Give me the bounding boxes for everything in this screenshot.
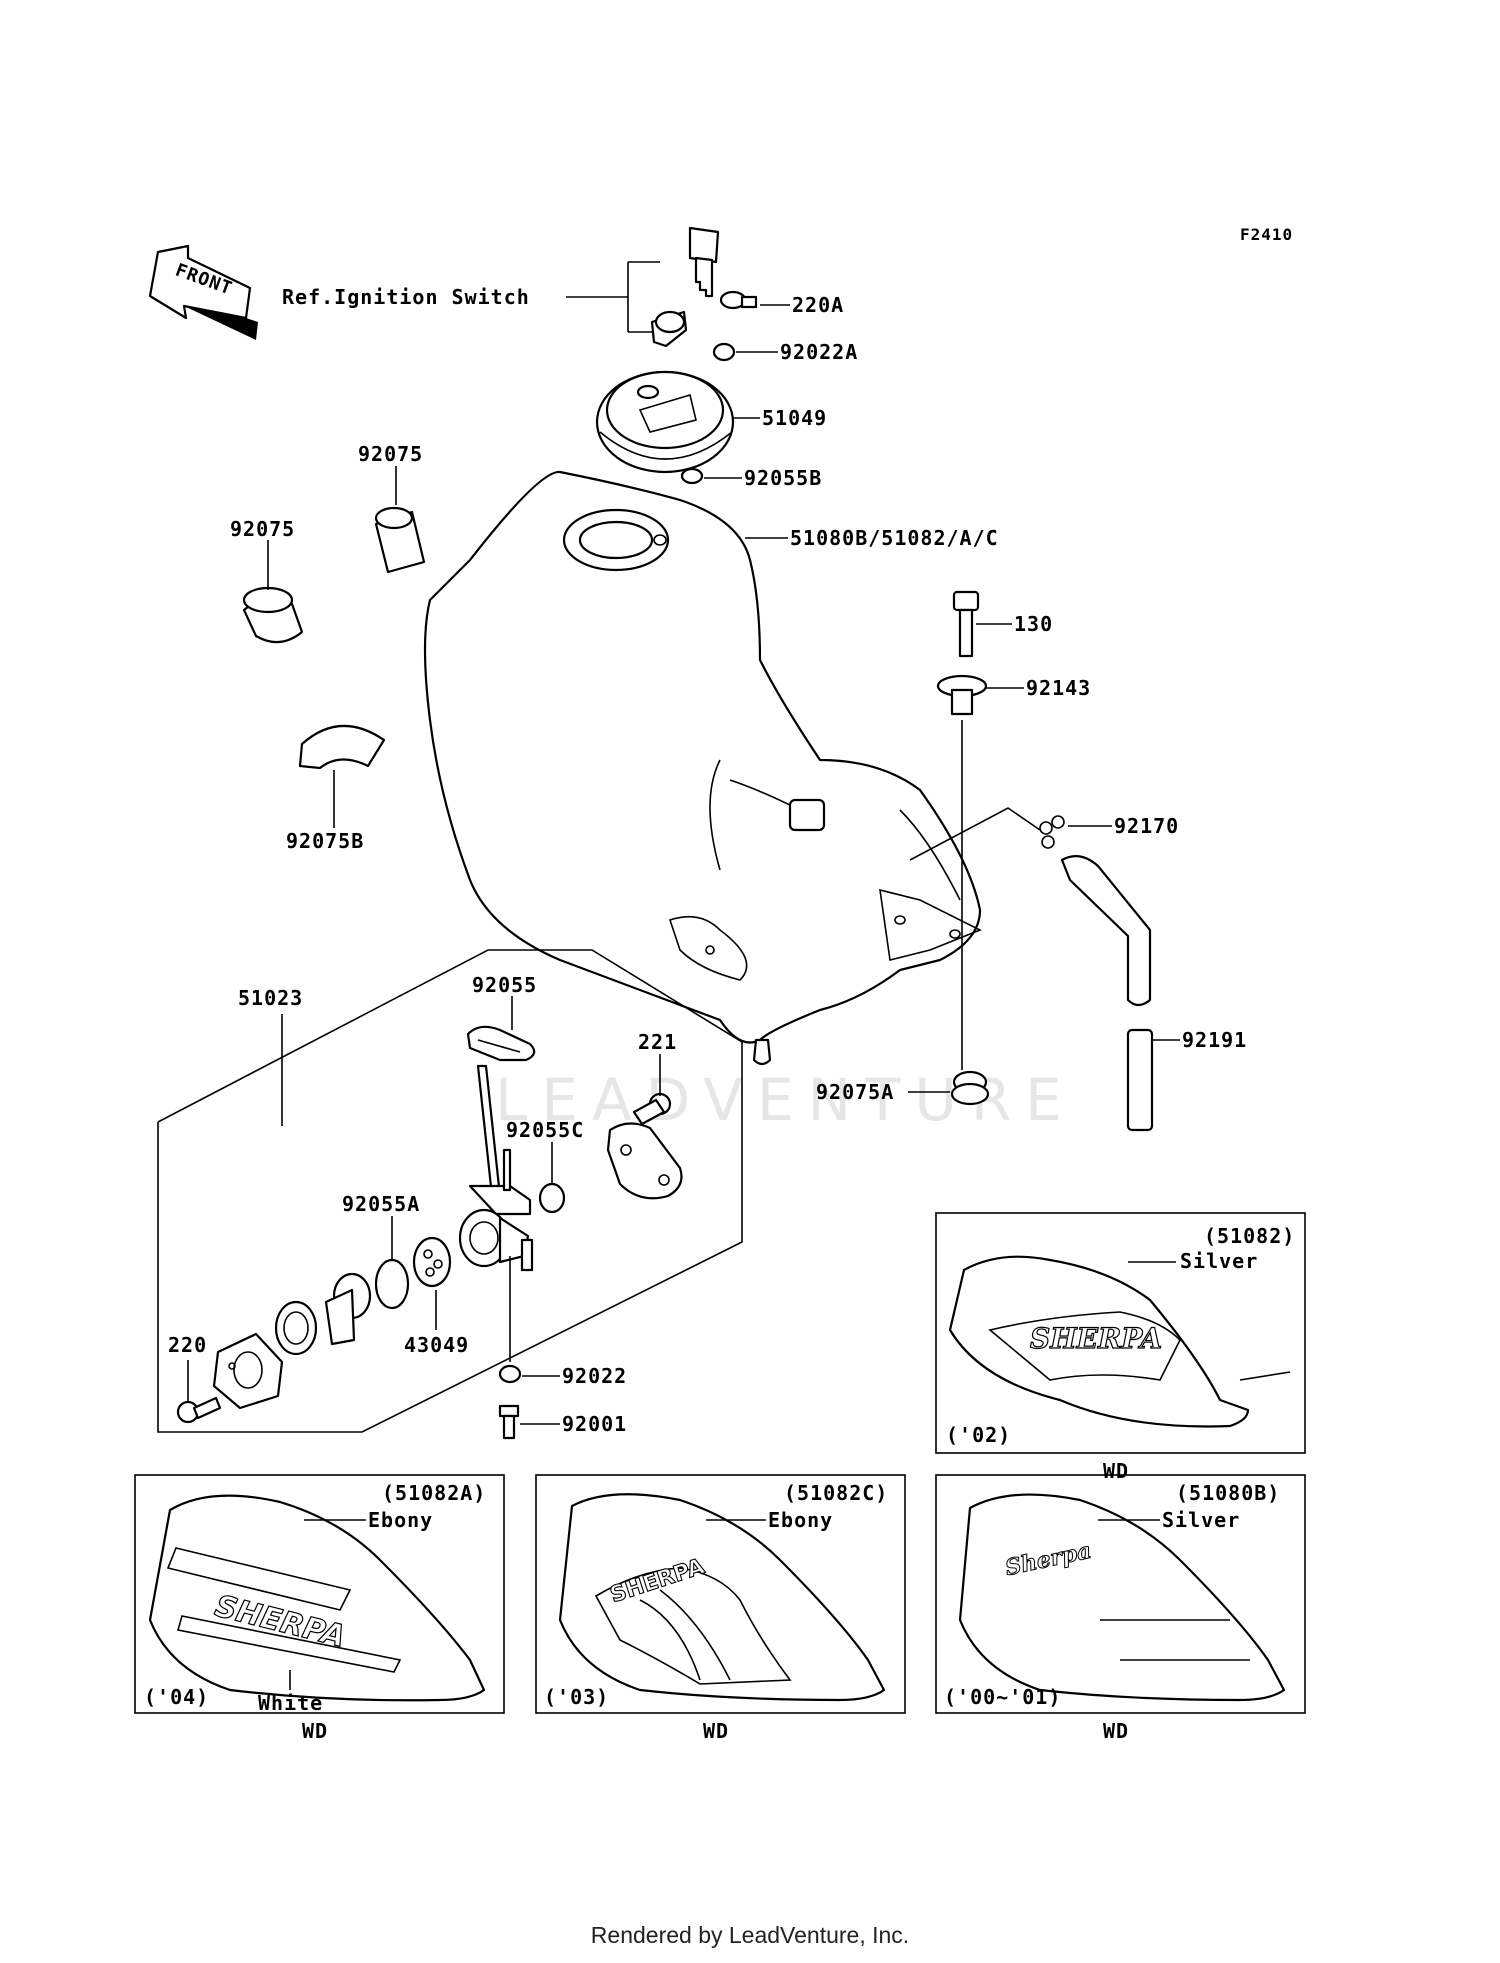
ref-ignition-label: Ref.Ignition Switch — [282, 285, 530, 309]
variant-year-51082: ('02) — [946, 1423, 1011, 1447]
footer-credit: Rendered by LeadVenture, Inc. — [590, 1922, 910, 1948]
callout-51080B: 51080B/51082/A/C — [790, 526, 999, 550]
callout-92075A: 92075A — [816, 1080, 894, 1104]
callout-51023: 51023 — [238, 986, 303, 1010]
grommet-92075A-icon — [950, 1070, 990, 1106]
callout-130: 130 — [1014, 612, 1053, 636]
oring-92055A-icon — [374, 1258, 410, 1310]
variant-part-51082A: (51082A) — [382, 1481, 486, 1505]
valve-assembly-box — [157, 949, 743, 1433]
callout-92055A: 92055A — [342, 1192, 420, 1216]
fuel-tank-icon — [423, 470, 982, 1066]
variant-panel-51082: SHERPA (51082) Silver ('02) — [935, 1212, 1306, 1454]
variant-year-51082A: ('04) — [144, 1685, 209, 1709]
rubber-92075B-icon — [298, 724, 386, 770]
callout-92170: 92170 — [1114, 814, 1179, 838]
callout-92001: 92001 — [562, 1412, 627, 1436]
callout-220: 220 — [168, 1333, 207, 1357]
callout-92075B: 92075B — [286, 829, 364, 853]
gasket-92055-icon — [466, 1025, 536, 1062]
valve-plate-icon — [212, 1332, 284, 1410]
screw-220A-icon — [719, 290, 758, 310]
callout-221: 221 — [638, 1030, 677, 1054]
collar-92143-icon — [936, 674, 988, 716]
callout-43049: 43049 — [404, 1333, 469, 1357]
callout-220A: 220A — [792, 293, 844, 317]
variant-panel-51082C: SHERPA (51082C) Ebony ('03) — [535, 1474, 906, 1714]
variant-color-51082: Silver — [1180, 1249, 1258, 1273]
key-icon — [688, 226, 720, 298]
logo-super-sherpa-02: SHERPA — [1030, 1322, 1162, 1355]
variant-part-51080B: (51080B) — [1176, 1481, 1280, 1505]
variant-color-51082C: Ebony — [768, 1508, 833, 1532]
callout-92022A: 92022A — [780, 340, 858, 364]
variant-year-51082C: ('03) — [544, 1685, 609, 1709]
variant-color-51082A: Ebony — [368, 1508, 433, 1532]
valve-lever-icon — [324, 1272, 372, 1346]
callout-92055C: 92055C — [506, 1118, 584, 1142]
screw-221-icon — [632, 1092, 672, 1126]
fuel-tap-icon — [458, 1064, 534, 1272]
variant-market-51082: WD — [1103, 1459, 1129, 1483]
callout-92143: 92143 — [1026, 676, 1091, 700]
valve-cover-icon — [606, 1122, 683, 1200]
figure-code: F2410 — [1240, 225, 1293, 244]
rubber-92075-left-icon — [242, 586, 304, 644]
variant-year-51080B: ('00~'01) — [944, 1685, 1061, 1709]
washer-92022A-icon — [712, 342, 736, 362]
rubber-92075-right-icon — [374, 506, 426, 574]
variant-market-51080B: WD — [1103, 1719, 1129, 1743]
hose-92191-icon — [1060, 855, 1154, 1132]
bolt-92001-icon — [498, 1404, 520, 1440]
callout-92191: 92191 — [1182, 1028, 1247, 1052]
lock-cylinder-icon — [650, 310, 688, 348]
seal-ring-icon — [274, 1300, 318, 1356]
screw-220-icon — [176, 1396, 222, 1424]
diaphragm-43049-icon — [412, 1236, 452, 1288]
callout-92055B: 92055B — [744, 466, 822, 490]
oring-92055B-icon — [680, 467, 704, 485]
variant-market-51082A: WD — [302, 1719, 328, 1743]
washer-92022-icon — [498, 1364, 522, 1384]
oring-92055C-icon — [538, 1182, 566, 1214]
variant-market-51082C: WD — [703, 1719, 729, 1743]
callout-92075-left: 92075 — [230, 517, 295, 541]
clip-92170-icon — [1039, 815, 1065, 849]
variant-color-51080B: Silver — [1162, 1508, 1240, 1532]
variant-part-51082C: (51082C) — [784, 1481, 888, 1505]
callout-92022: 92022 — [562, 1364, 627, 1388]
bolt-130-icon — [952, 590, 980, 658]
variant-panel-51080B: Sherpa (51080B) Silver ('00~'01) — [935, 1474, 1306, 1714]
variant-extra-color-51082A: White — [258, 1691, 323, 1715]
front-arrow-icon: FRONT — [148, 244, 258, 340]
variant-panel-51082A: SHERPA (51082A) Ebony White ('04) — [134, 1474, 505, 1715]
fuel-cap-icon — [595, 370, 735, 474]
callout-92055: 92055 — [472, 973, 537, 997]
variant-part-51082: (51082) — [1204, 1224, 1295, 1248]
callout-51049: 51049 — [762, 406, 827, 430]
callout-92075-right: 92075 — [358, 442, 423, 466]
